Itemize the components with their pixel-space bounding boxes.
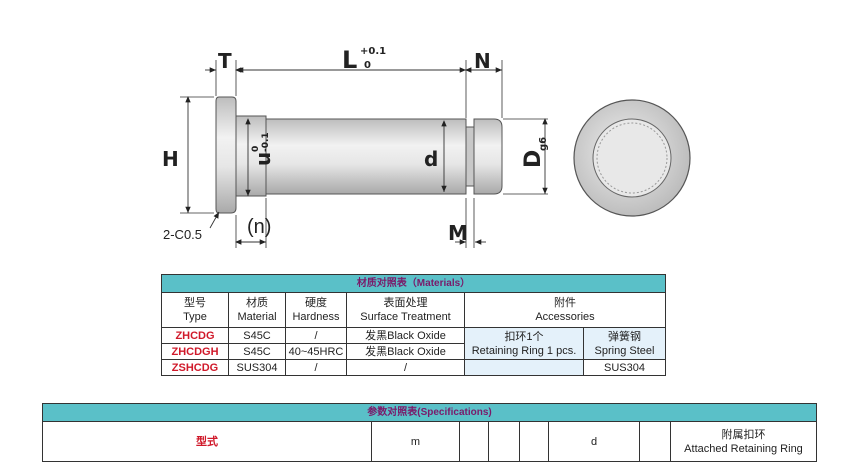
dim-dg6-fit: g6	[538, 137, 549, 151]
dim-t-label: T	[218, 49, 232, 73]
dim-n-label: N	[474, 49, 491, 73]
dim-u-lower-tolerance: -0.1	[261, 132, 271, 152]
row-material: SUS304	[228, 359, 286, 376]
spec-header-d: d	[548, 421, 640, 462]
dim-l-label: L	[342, 46, 357, 74]
chamfer-note: 2-C0.5	[163, 227, 202, 242]
pin-end-view	[573, 99, 691, 217]
spec-header-blank	[459, 421, 489, 462]
spec-header-type: 型式	[42, 421, 372, 462]
dim-h-label: H	[162, 147, 179, 171]
spec-header-m: m	[371, 421, 460, 462]
specifications-caption: 参数对照表(Specifications)	[42, 403, 817, 422]
dim-u-label: u	[251, 152, 275, 166]
row-surface: /	[346, 359, 465, 376]
row-hardness: 40~45HRC	[285, 343, 347, 360]
accessory-empty-cell	[464, 359, 584, 376]
pin-side-view	[215, 96, 503, 214]
row-surface: 发黑Black Oxide	[346, 343, 465, 360]
row-hardness: /	[285, 359, 347, 376]
row-type: ZHCDG	[161, 327, 229, 344]
dim-l-upper-tolerance: +0.1	[360, 46, 386, 57]
dim-l-lower-tolerance: 0	[364, 60, 371, 71]
dim-dg6-label: D	[521, 150, 546, 168]
spec-header-blank	[519, 421, 549, 462]
row-hardness: /	[285, 327, 347, 344]
row-type: ZSHCDG	[161, 359, 229, 376]
dim-d-label: d	[424, 147, 438, 171]
dim-n-reference-label: (n)	[247, 216, 271, 238]
dim-u-upper-tolerance: 0	[251, 146, 261, 152]
row-surface: 发黑Black Oxide	[346, 327, 465, 344]
row-material: S45C	[228, 327, 286, 344]
spec-header-blank	[639, 421, 671, 462]
row-material: S45C	[228, 343, 286, 360]
materials-caption: 材质对照表（Materials）	[161, 274, 666, 293]
technical-drawing: T L +0.1 0 N H u 0 -0.1 d D g6 M (n) 2-C…	[162, 46, 691, 248]
spec-header-blank	[488, 421, 520, 462]
dim-m-label: M	[448, 221, 468, 245]
accessory-sus304: SUS304	[583, 359, 666, 376]
row-type: ZHCDGH	[161, 343, 229, 360]
